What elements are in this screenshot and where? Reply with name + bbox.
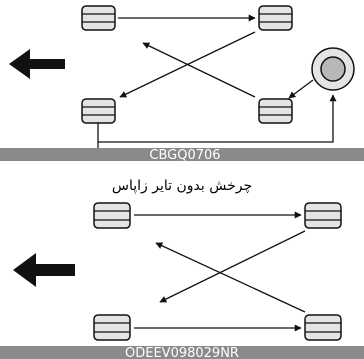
rotation-arrow-fr-to-rl [119,31,256,98]
bottom-rotation-diagram: ODEEV098029NR [0,202,364,359]
tire-rear-left [81,98,116,124]
tire-front-left [81,5,116,31]
bottom-code-bar [0,346,364,359]
top-code-label: CBGQ0706 [149,148,220,163]
rotation-arrow-fr-to-rl-cross [159,230,306,303]
rotation-arrow-rr-to-fl [142,42,256,98]
forward-direction-arrow-icon [9,49,65,79]
spare-tire-icon [311,47,355,91]
top-caption: چرخش بدون تایر زاپاس [112,178,252,194]
tire-rear-right [258,98,293,124]
tire-rear-right [304,314,342,341]
top-rotation-diagram: CBGQ0706 چرخش بدون تایر زاپاس [0,5,364,194]
forward-direction-arrow-icon [13,253,75,287]
bottom-code-label: ODEEV098029NR [125,346,239,359]
tire-front-right [258,5,293,31]
rotation-arrow-rr-to-fl-cross [155,242,306,313]
connector-bar-to-spare [98,94,337,143]
tire-front-left [93,202,131,229]
tire-front-right [304,202,342,229]
tire-rear-left [93,314,131,341]
top-code-bar [0,148,364,161]
rotation-arrow-spare-to-rr [288,79,314,99]
